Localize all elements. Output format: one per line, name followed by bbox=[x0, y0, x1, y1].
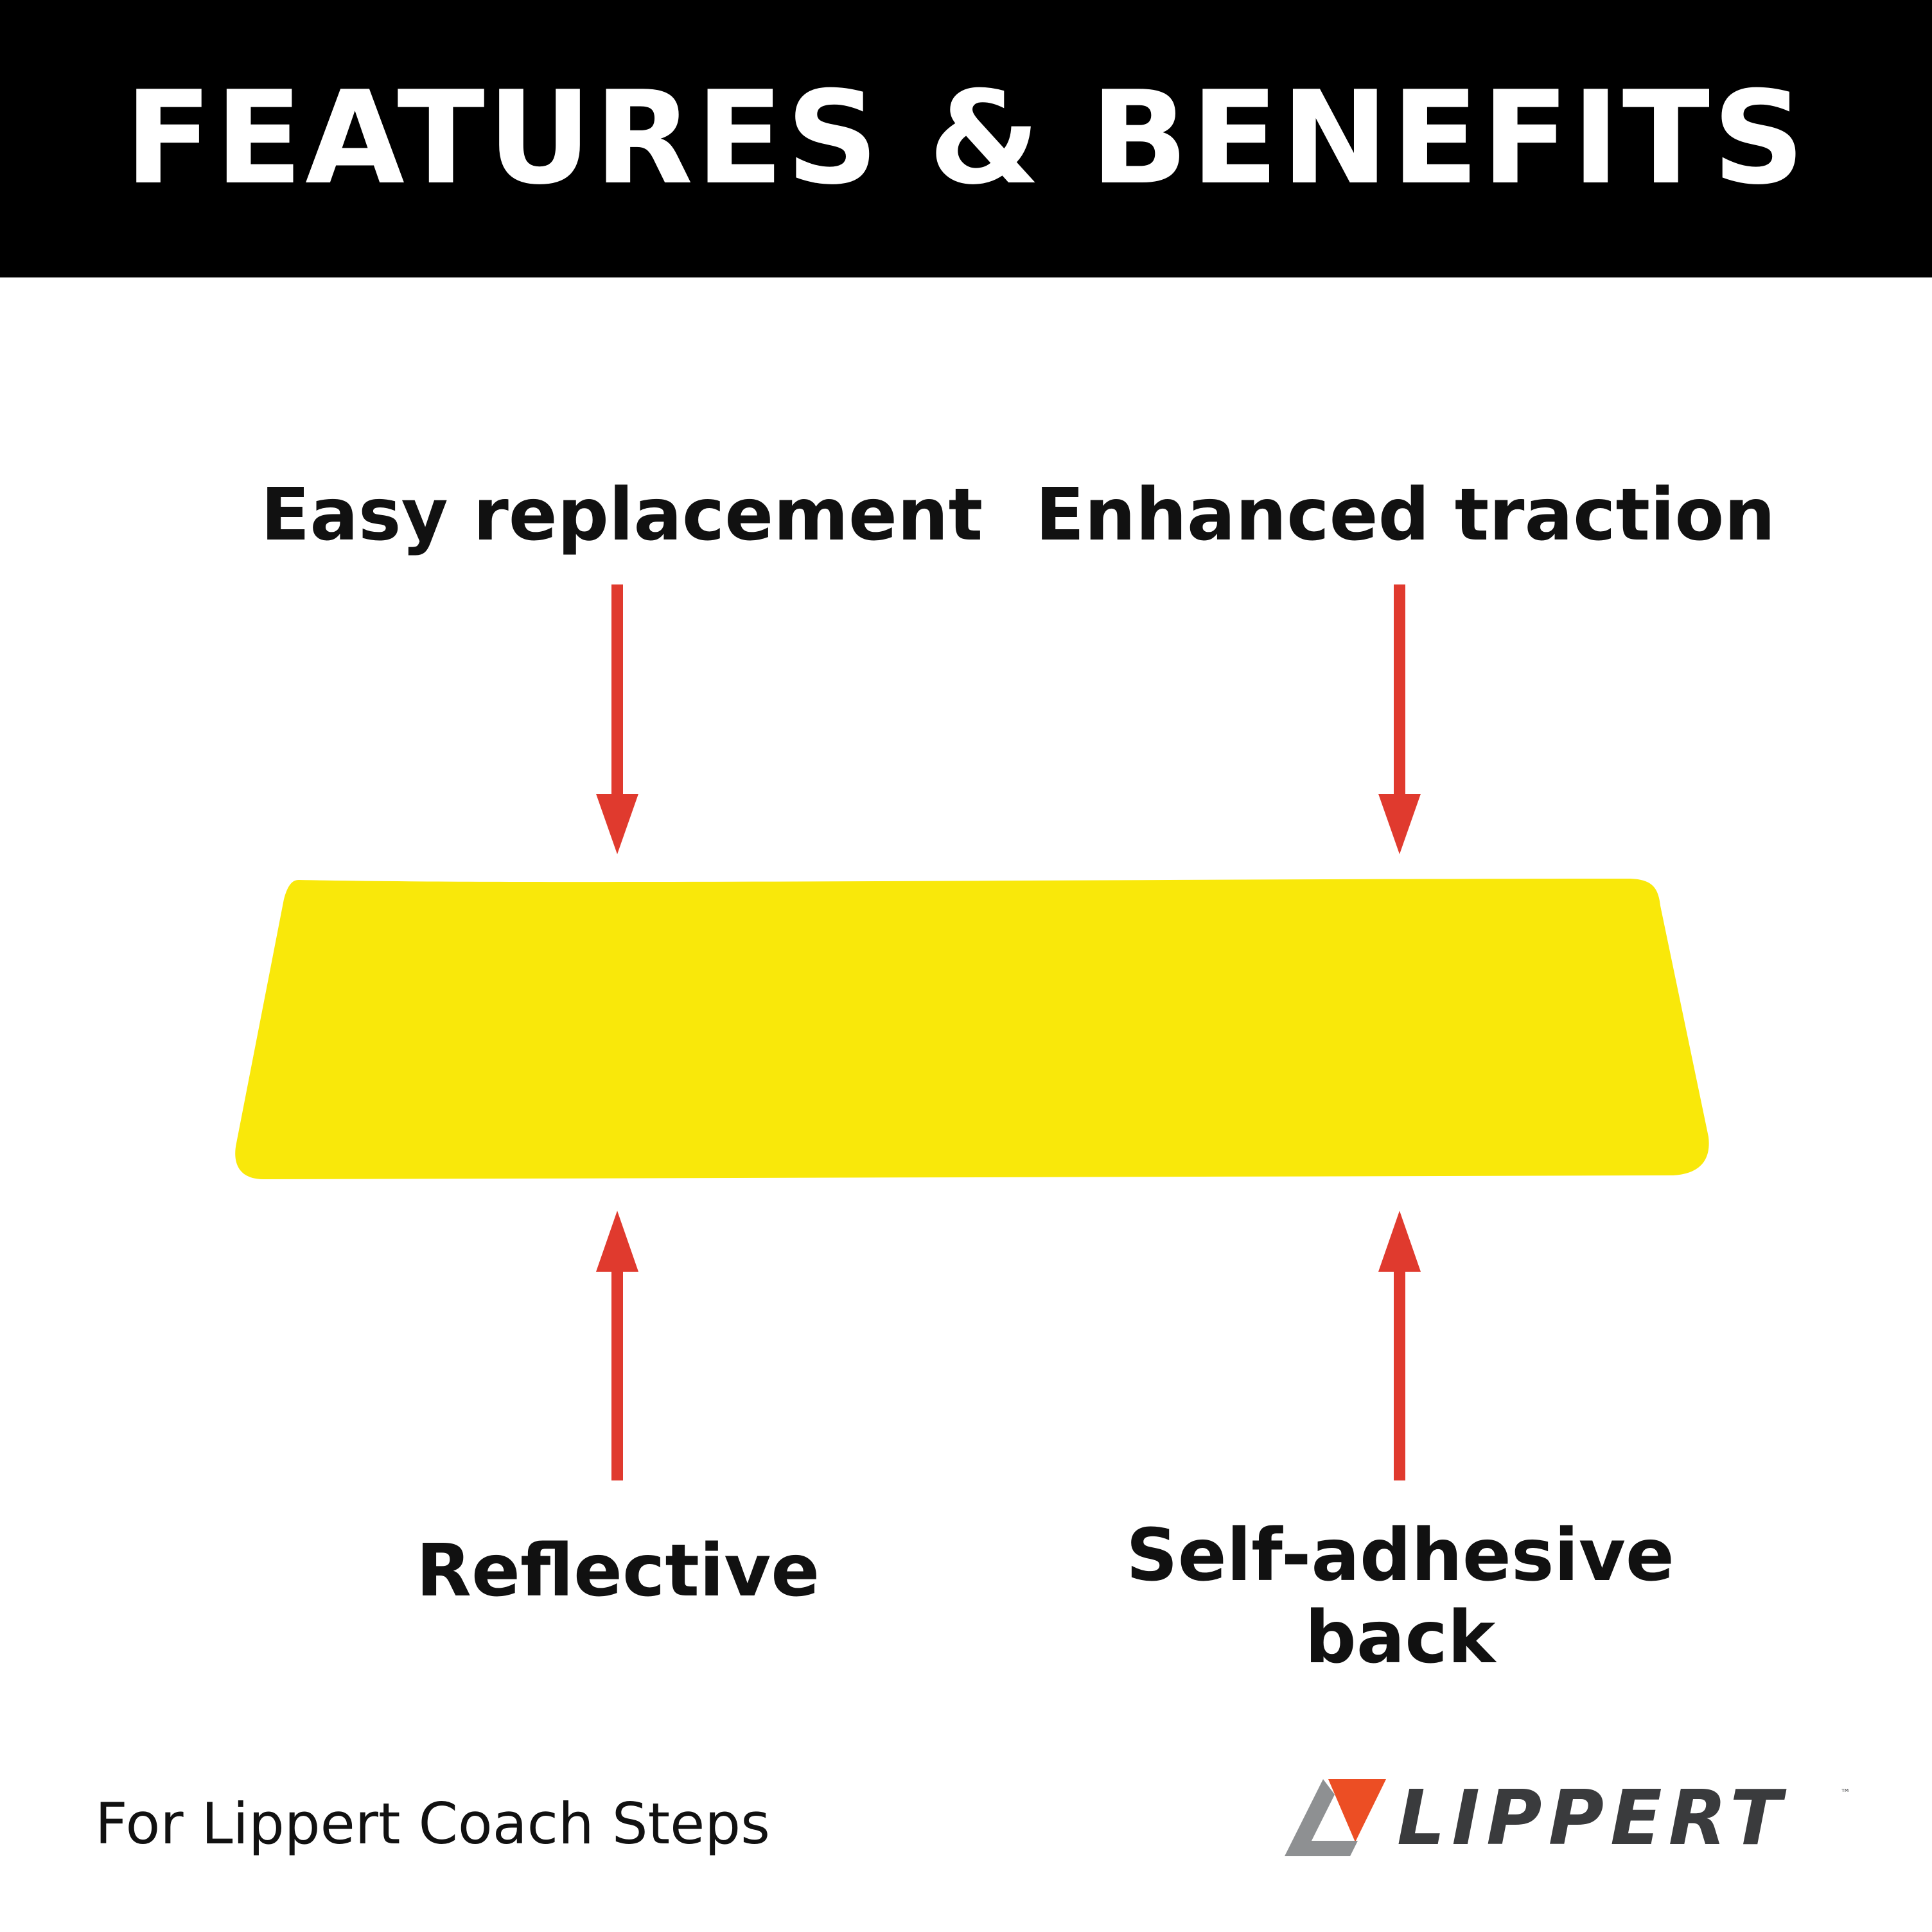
red-arrow-icon bbox=[1378, 1211, 1421, 1480]
brand-name: LIPPERT bbox=[1397, 1773, 1788, 1862]
red-arrow-icon bbox=[596, 584, 638, 854]
feature-label-line1: Self-adhesive bbox=[1126, 1514, 1674, 1597]
yellow-tread-strip bbox=[235, 879, 1709, 1179]
feature-label: Enhanced traction bbox=[1035, 473, 1776, 557]
feature-label-line2: back bbox=[1304, 1596, 1496, 1680]
feature-reflective: Reflective bbox=[416, 1530, 820, 1612]
header-banner: FEATURES & BENEFITS bbox=[0, 0, 1932, 277]
trademark-mark: ™ bbox=[1840, 1787, 1850, 1799]
feature-label: Easy replacement bbox=[260, 473, 983, 557]
lippert-logo-icon bbox=[1285, 1779, 1386, 1856]
feature-label: Reflective bbox=[416, 1529, 820, 1613]
page-title: FEATURES & BENEFITS bbox=[124, 64, 1808, 213]
feature-enhanced-traction: Enhanced traction bbox=[1035, 474, 1775, 556]
brand-logo: LIPPERT ™ bbox=[1278, 1773, 1856, 1863]
feature-self-adhesive-back: Self-adhesive back bbox=[1126, 1515, 1674, 1679]
feature-easy-replacement: Easy replacement bbox=[261, 474, 983, 556]
red-arrow-icon bbox=[596, 1211, 638, 1480]
footer-note: For Lippert Coach Steps bbox=[95, 1791, 771, 1857]
red-arrow-icon bbox=[1378, 584, 1421, 854]
